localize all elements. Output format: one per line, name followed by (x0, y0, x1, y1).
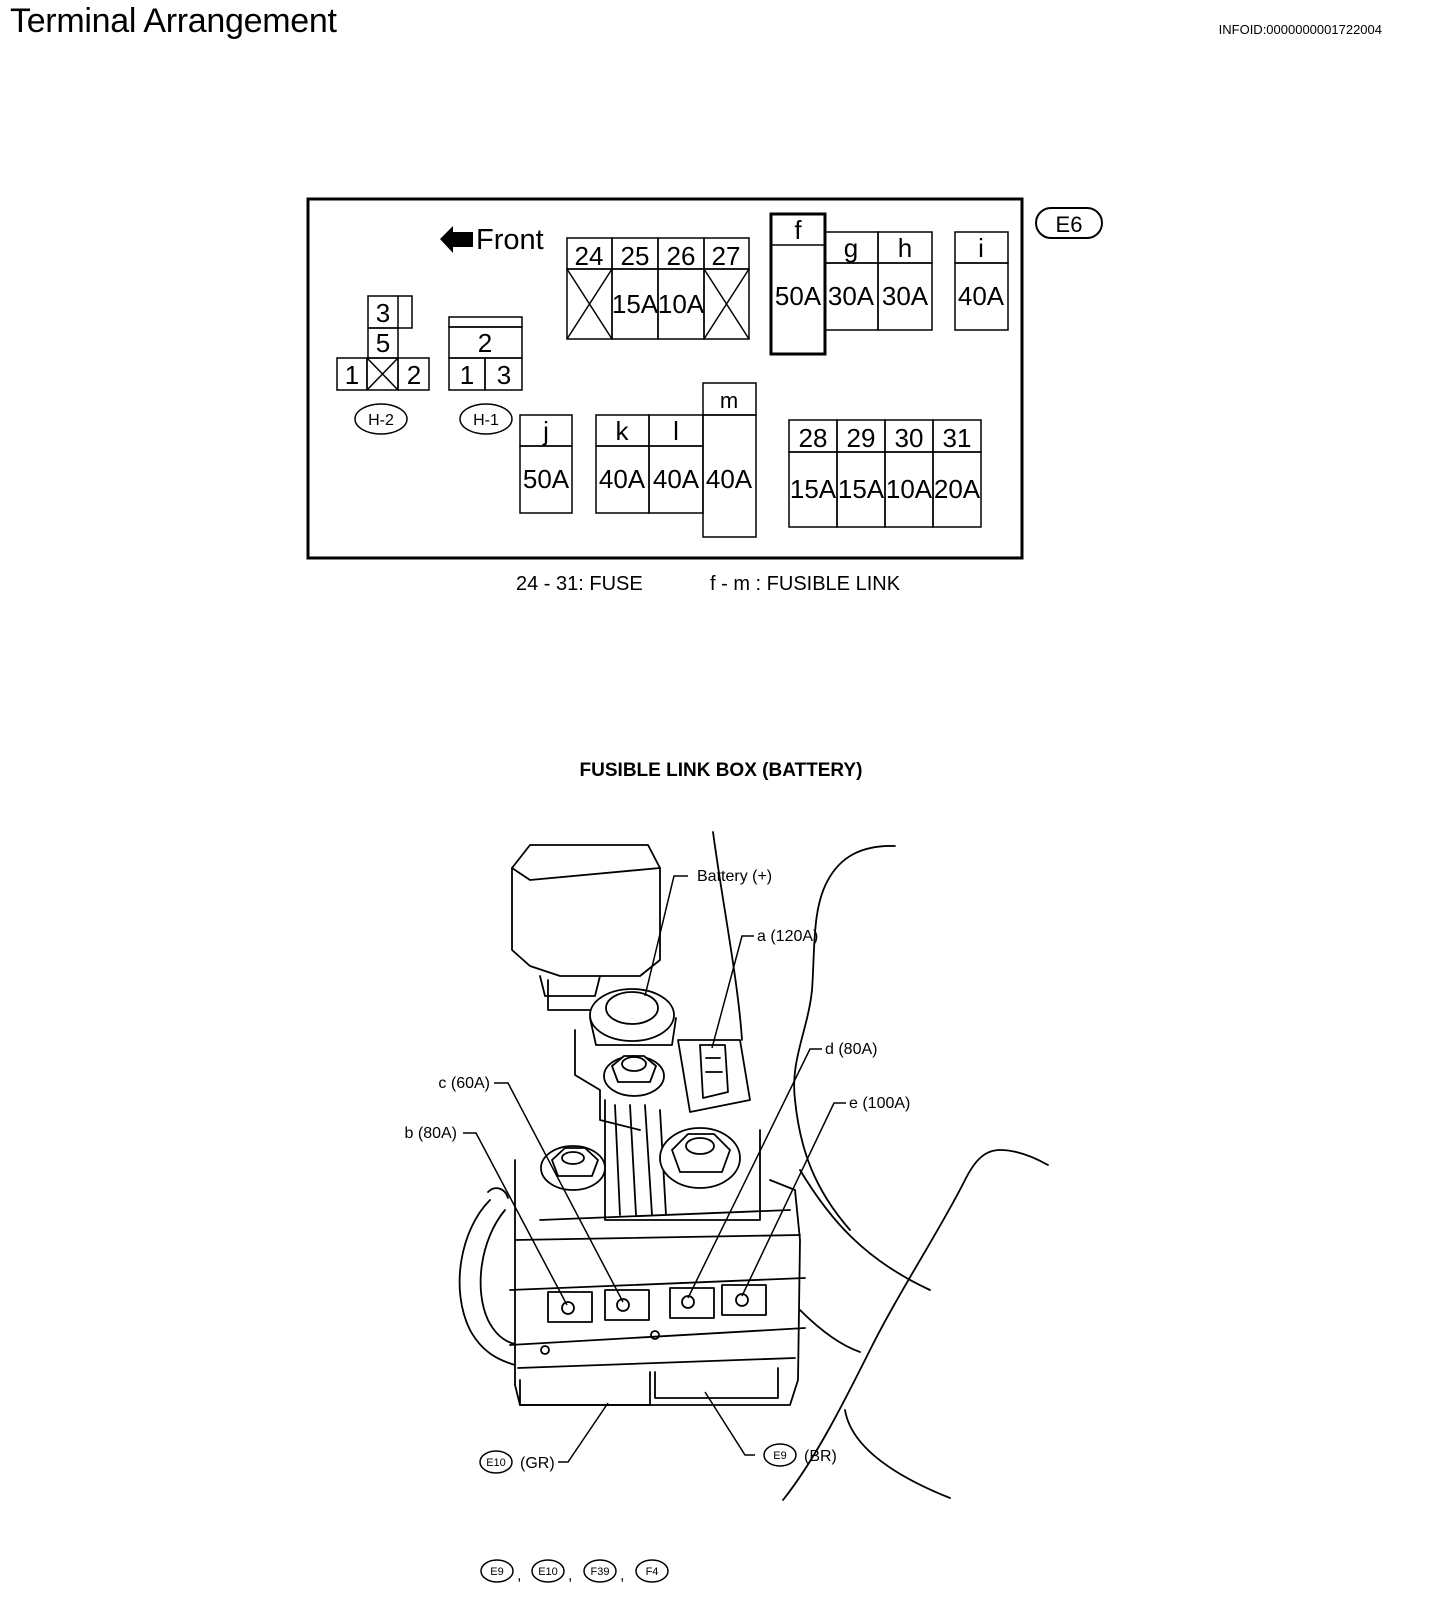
link-j-rating: 50A (523, 464, 570, 494)
relay-h1-terminal-1: 1 (460, 360, 474, 390)
fuse-31-rating: 20A (934, 474, 981, 504)
connector-badge-e10 (479, 1450, 513, 1474)
leader-e (741, 1102, 846, 1297)
link-g-rating: 30A (828, 281, 875, 311)
leader-a (711, 935, 754, 1049)
connector-list-e10: E10 (538, 1566, 558, 1578)
link-k-id: k (616, 416, 630, 446)
link-i-rating: 40A (958, 281, 1005, 311)
leader-d (687, 1048, 822, 1299)
leader-c (494, 1082, 624, 1303)
connector-list-e9: E9 (490, 1566, 503, 1578)
svg-text:,: , (568, 1567, 572, 1584)
relay-h2-terminal-1: 1 (345, 360, 359, 390)
link-m-rating: 40A (706, 464, 753, 494)
connector-label-e10: E10 (486, 1457, 506, 1469)
fuse-30-rating: 10A (886, 474, 933, 504)
connector-label-e9: E9 (773, 1450, 786, 1462)
fuse-box-outline (306, 197, 1024, 560)
relay-h2-badge (354, 403, 408, 435)
legend-fusible-link: f - m : FUSIBLE LINK (710, 573, 901, 595)
link-j-id: j (542, 416, 549, 446)
relay-h1 (448, 316, 523, 391)
leader-b (463, 1132, 568, 1306)
callout-e: e (100A) (849, 1095, 910, 1112)
callout-d: d (80A) (825, 1041, 877, 1058)
link-m-id: m (720, 388, 738, 413)
connector-label-e6: E6 (1056, 212, 1083, 237)
legend-fuse: 24 - 31: FUSE (516, 573, 643, 595)
connector-list-f4: F4 (646, 1566, 659, 1578)
fuse-27-id: 27 (712, 241, 741, 271)
battery-box-title: FUSIBLE LINK BOX (BATTERY) (580, 760, 863, 781)
fuse-29-id: 29 (847, 423, 876, 453)
link-group-top (769, 212, 1009, 356)
fuse-25-rating: 15A (612, 289, 659, 319)
relay-h2-label: H-2 (368, 412, 394, 429)
fuse-26-rating: 10A (658, 289, 705, 319)
relay-h1-badge (459, 403, 513, 435)
link-k-rating: 40A (599, 464, 646, 494)
fuse-28-id: 28 (799, 423, 828, 453)
fuse-25-id: 25 (621, 241, 650, 271)
front-arrow-icon (440, 226, 473, 253)
front-label: Front (476, 224, 544, 256)
callout-b: b (80A) (405, 1125, 457, 1142)
info-id: INFOID:0000000001722004 (1218, 22, 1382, 37)
fuse-group-bottom (788, 419, 982, 528)
link-f-id: f (794, 215, 802, 245)
fuse-24-id: 24 (575, 241, 604, 271)
fuse-29-rating: 15A (838, 474, 885, 504)
svg-text:,: , (517, 1567, 521, 1584)
relay-h2-terminal-3: 3 (376, 298, 390, 328)
fuse-30-id: 30 (895, 423, 924, 453)
battery-box-illustration (458, 831, 1049, 1501)
link-group-bottom (519, 382, 757, 538)
leader-e10 (558, 1402, 609, 1463)
fuse-28-rating: 15A (790, 474, 837, 504)
link-h-id: h (898, 233, 912, 263)
page-title: Terminal Arrangement (10, 2, 337, 40)
relay-h1-terminal-2: 2 (478, 328, 492, 358)
relay-h2-terminal-5: 5 (376, 328, 390, 358)
link-h-rating: 30A (882, 281, 929, 311)
link-g-id: g (844, 233, 858, 263)
link-l-rating: 40A (653, 464, 700, 494)
leader-battery (644, 875, 688, 997)
callout-battery: Battery (+) (697, 868, 772, 885)
connector-list: E9 , E10 , F39 , F4 (480, 1559, 669, 1584)
connector-list-f39: F39 (591, 1566, 610, 1578)
callout-a: a (120A) (757, 928, 818, 945)
connector-badge-e9 (763, 1443, 797, 1467)
svg-text:,: , (620, 1567, 624, 1584)
relay-h2-terminal-2: 2 (407, 360, 421, 390)
fuse-group-top (566, 237, 750, 340)
connector-color-e9: (BR) (804, 1448, 837, 1465)
relay-h1-label: H-1 (473, 412, 499, 429)
leader-e9 (704, 1391, 755, 1456)
fuse-26-id: 26 (667, 241, 696, 271)
relay-h1-terminal-3: 3 (497, 360, 511, 390)
link-l-id: l (673, 416, 679, 446)
fuse-31-id: 31 (943, 423, 972, 453)
link-i-id: i (978, 233, 984, 263)
callout-c: c (60A) (438, 1075, 490, 1092)
connector-color-e10: (GR) (520, 1455, 555, 1472)
relay-h2 (336, 295, 430, 391)
link-f-rating: 50A (775, 281, 822, 311)
connector-badge-e6 (1035, 207, 1103, 239)
